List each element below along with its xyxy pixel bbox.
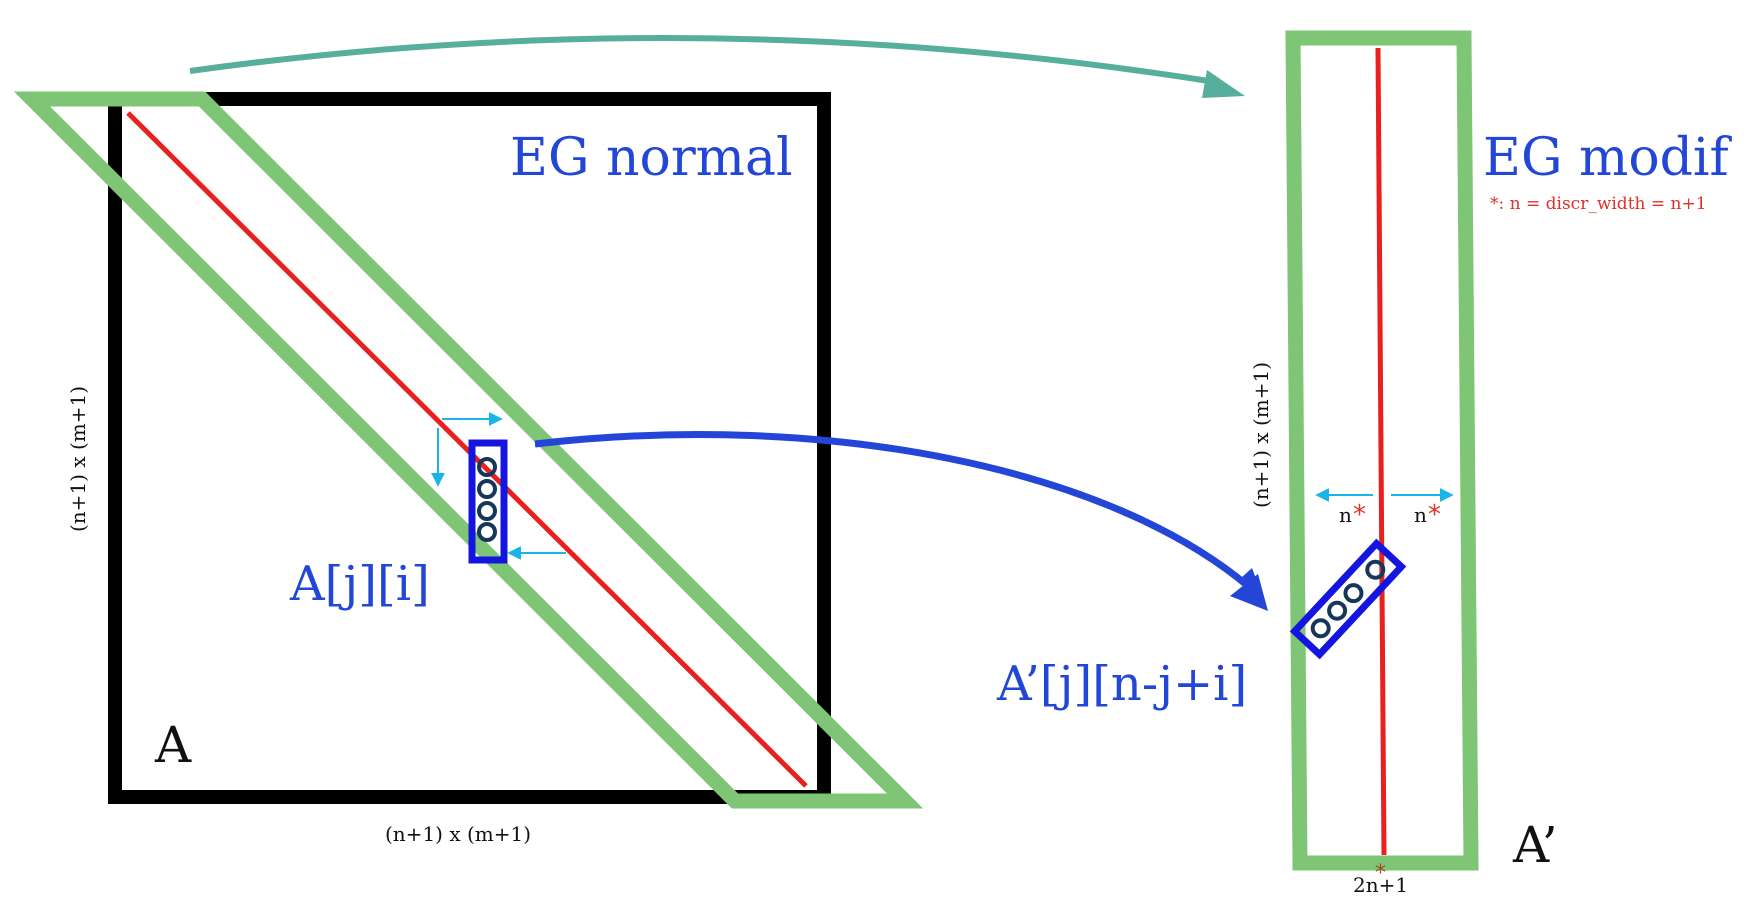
matrix-a-prime-label: A’: [1512, 816, 1558, 874]
element-circle: [1343, 583, 1364, 604]
bottom-star: *: [1375, 861, 1386, 886]
main-diagonal: [126, 111, 808, 788]
band-rectangle: [1285, 30, 1479, 871]
width-left-label: n: [1339, 503, 1352, 527]
offset-arrows: [431, 412, 566, 560]
element-highlight-right: [1289, 538, 1407, 660]
left-panel: EG normal A[j][i] A (n+1) x (m+1) (n+1) …: [13, 91, 924, 846]
bottom-width-label: 2n+1: [1353, 873, 1408, 897]
element-circle: [477, 457, 497, 477]
right-note: *: n = discr_width = n+1: [1490, 194, 1707, 214]
element-highlight-left: [468, 439, 508, 564]
right-panel: n * n * EG modif *: n = discr_width = n+…: [996, 30, 1733, 897]
curved-arrow-blue: [534, 431, 1251, 589]
width-right-star: *: [1428, 500, 1441, 530]
element-circle: [477, 522, 497, 542]
matrix-a-label: A: [154, 716, 192, 774]
curved-arrow-blue-tip: [1230, 574, 1268, 611]
left-element-label: A[j][i]: [289, 556, 430, 612]
left-dim-vertical: (n+1) x (m+1): [66, 386, 90, 532]
element-circle: [1365, 559, 1386, 580]
right-title: EG modif: [1483, 128, 1733, 188]
matrix-a-frame: [108, 92, 831, 804]
right-dim-vertical: (n+1) x (m+1): [1249, 362, 1273, 508]
band-parallelogram: [13, 91, 924, 809]
element-circle: [1327, 600, 1348, 621]
curved-arrow-teal: [189, 35, 1216, 85]
left-title: EG normal: [510, 128, 793, 188]
width-right-label: n: [1414, 503, 1427, 527]
element-circle: [477, 501, 497, 521]
left-dim-horizontal: (n+1) x (m+1): [385, 822, 531, 846]
width-left-star: *: [1353, 500, 1366, 530]
element-circle: [477, 479, 497, 499]
curved-arrow-teal-head: [1202, 70, 1245, 98]
right-element-label: A’[j][n-j+i]: [996, 656, 1247, 712]
element-circle: [1310, 618, 1331, 639]
shifted-diagonal: [1375, 47, 1387, 856]
